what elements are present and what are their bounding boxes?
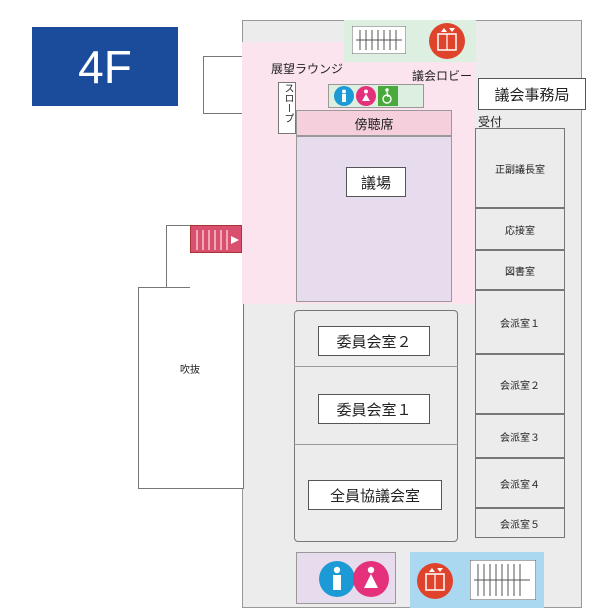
room-reception: 応接室 <box>475 208 565 250</box>
atrium-inner <box>190 250 244 312</box>
gallery-area: 傍聴席 <box>296 110 452 136</box>
chamber-area <box>296 136 452 302</box>
committee-room-2: 委員会室２ <box>318 326 430 356</box>
atrium-label: 吹抜 <box>180 364 200 376</box>
slope-area <box>278 82 296 134</box>
top-stairs-icon <box>351 25 407 55</box>
committee-divider-2 <box>294 444 458 445</box>
room-faction-5: 会派室５ <box>475 508 565 538</box>
room-faction-2: 会派室２ <box>475 354 565 414</box>
room-faction-4: 会派室４ <box>475 458 565 508</box>
room-faction-3: 会派室３ <box>475 414 565 458</box>
floor-badge: 4F <box>32 27 178 106</box>
male-restroom-icon-bottom <box>318 560 356 598</box>
lounge-label: 展望ラウンジ <box>270 61 343 76</box>
secretariat-label: 議会事務局 <box>478 78 586 110</box>
elevator-icon <box>428 22 466 60</box>
committee-divider-1 <box>294 366 458 367</box>
female-restroom-icon-bottom <box>352 560 390 598</box>
lobby-label: 議会ロビー <box>411 68 472 83</box>
reception-label: 受付 <box>478 115 503 129</box>
male-restroom-icon <box>334 86 354 106</box>
room-library: 図書室 <box>475 250 565 290</box>
elevator-icon-bottom <box>416 562 454 600</box>
room-vice-speaker: 正副議長室 <box>475 128 565 208</box>
floor-label: 4F <box>78 40 132 93</box>
atrium-area <box>138 287 244 489</box>
committee-room-1: 委員会室１ <box>318 394 430 424</box>
stairs-icon-bottom <box>469 559 537 601</box>
shaft-box <box>203 56 245 114</box>
stairs-icon <box>190 225 242 253</box>
female-restroom-icon <box>356 86 376 106</box>
slope-label: スロープ <box>282 83 293 123</box>
room-faction-1: 会派室１ <box>475 290 565 354</box>
plenary-committee-room: 全員協議会室 <box>308 480 442 510</box>
gallery-label: 傍聴席 <box>354 117 394 133</box>
right-rooms-column <box>475 128 565 538</box>
wheelchair-icon <box>378 86 398 106</box>
chamber-label: 議場 <box>346 167 406 197</box>
